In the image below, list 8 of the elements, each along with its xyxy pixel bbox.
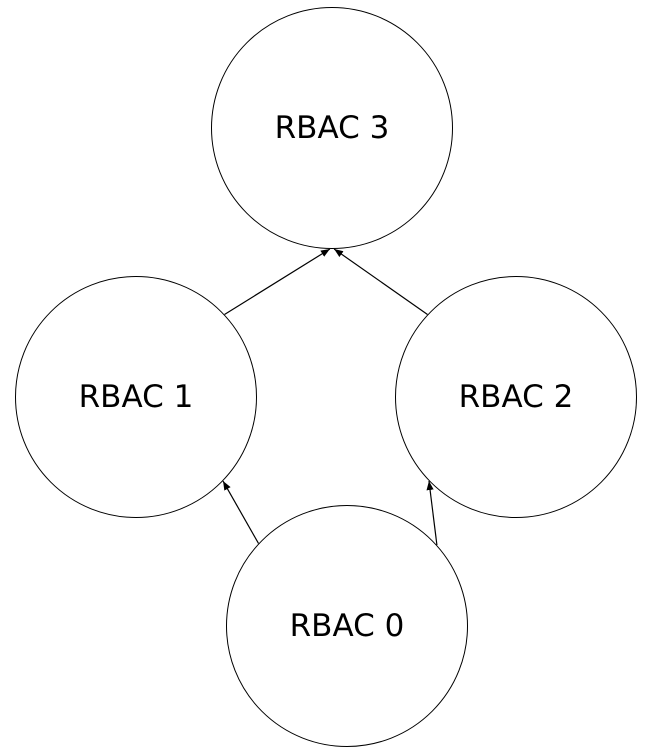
role-label: RBAC 1 [78, 379, 194, 415]
arrow [224, 248, 330, 315]
arrow [222, 480, 260, 544]
role-label: RBAC 0 [290, 608, 404, 644]
role-label: RBAC 3 [274, 110, 390, 146]
arrow [334, 248, 428, 315]
role-label: RBAC 2 [458, 379, 574, 415]
arrow [426, 480, 438, 546]
